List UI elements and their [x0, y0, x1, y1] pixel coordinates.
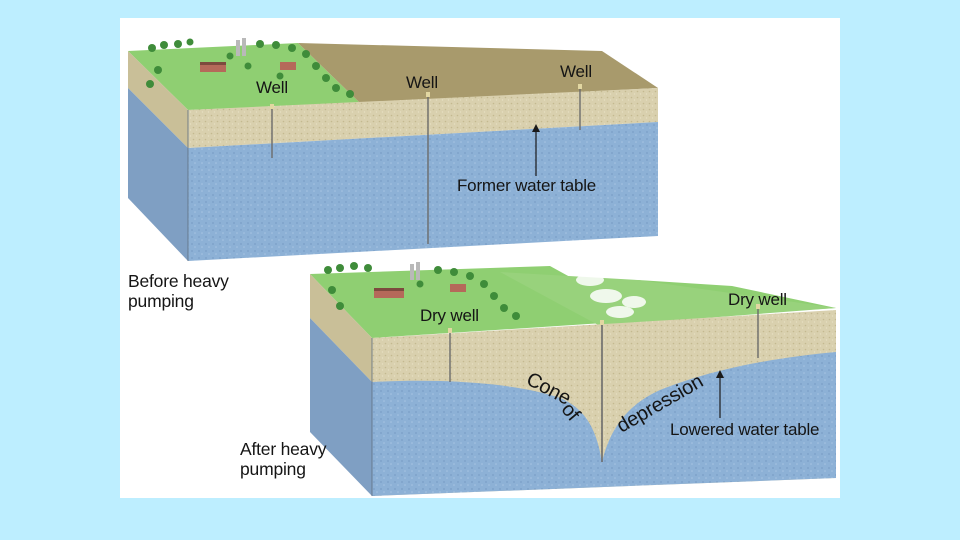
after-farm	[324, 262, 520, 320]
after-side-aquifer	[310, 318, 372, 496]
sprinkler-spray	[576, 274, 646, 318]
well-label-1: Well	[256, 78, 288, 97]
after-pumping-well	[600, 320, 604, 462]
after-caption-line2: pumping	[240, 459, 306, 479]
before-surface-grass	[128, 43, 360, 110]
before-side-aquifer	[128, 88, 188, 261]
after-dry-well-2	[756, 304, 760, 358]
after-caption-line1: After heavy	[240, 439, 327, 459]
dry-well-label-2: Dry well	[728, 290, 787, 309]
before-farm	[146, 38, 354, 98]
before-caption-line2: pumping	[128, 291, 194, 311]
before-front-soil	[188, 88, 658, 148]
before-block	[128, 38, 658, 261]
lowered-water-table-label: Lowered water table	[670, 420, 820, 439]
dry-well-label-1: Dry well	[420, 306, 479, 325]
after-side-soil	[310, 274, 372, 382]
before-side-soil	[128, 51, 188, 148]
before-well-3	[578, 84, 582, 130]
former-water-table-label: Former water table	[457, 176, 597, 195]
before-front-aquifer	[188, 122, 658, 261]
diagram-panel: Well Well Well Former water table Before…	[120, 18, 840, 498]
after-block	[310, 262, 836, 496]
before-well-1	[270, 104, 274, 158]
before-surface-dry-field	[298, 43, 658, 103]
before-caption-line1: Before heavy	[128, 271, 229, 291]
groundwater-diagram	[128, 38, 836, 496]
well-label-2: Well	[406, 73, 438, 92]
before-well-2	[426, 92, 430, 244]
after-surface-field	[500, 272, 836, 326]
after-dry-well-1	[448, 328, 452, 382]
well-label-3: Well	[560, 62, 592, 81]
